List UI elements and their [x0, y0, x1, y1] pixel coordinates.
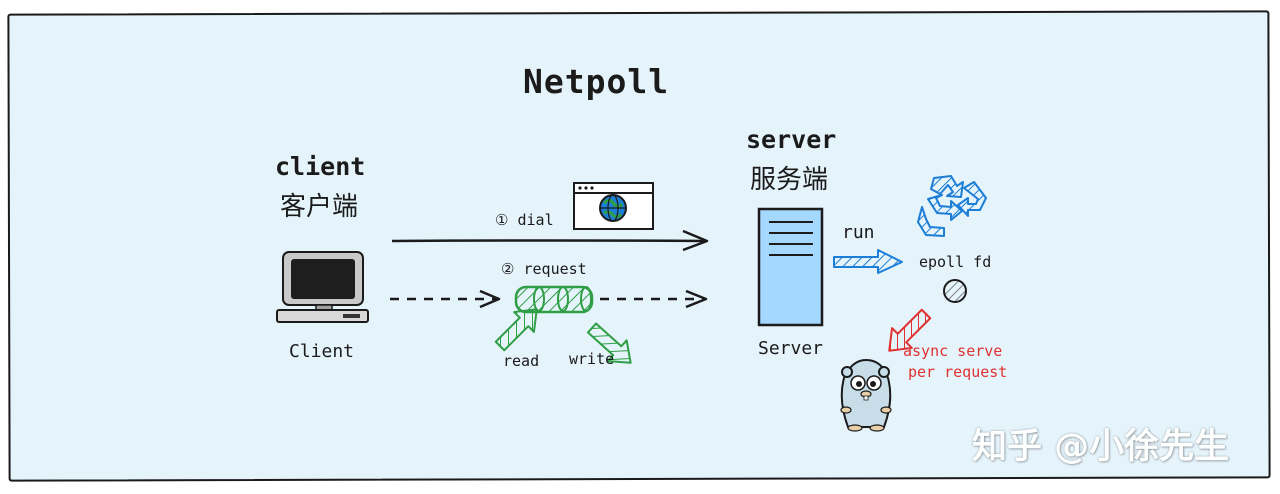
client-title: client	[275, 152, 366, 181]
watermark: 知乎 @小徐先生	[972, 427, 1230, 467]
run-arrow	[833, 249, 903, 274]
request-step-label: ② request	[501, 260, 587, 278]
request-arrow-right	[600, 289, 708, 309]
client-title-cn: 客户端	[280, 192, 359, 222]
async-arrow	[888, 308, 932, 352]
server-title-cn: 服务端	[750, 165, 829, 195]
async-serve-label: async serve per request	[903, 341, 1007, 383]
diagram-title: Netpoll	[523, 62, 670, 101]
write-arrow	[586, 322, 632, 364]
run-label: run	[842, 222, 875, 243]
pipe-icon	[514, 285, 594, 314]
write-label: write	[569, 350, 615, 368]
request-arrow-left	[390, 289, 501, 309]
server-label: Server	[758, 338, 824, 359]
epoll-fd-circle	[943, 279, 967, 303]
dial-step-label: ① dial	[495, 211, 554, 229]
browser-globe-icon	[573, 182, 654, 230]
async-line-1: async serve	[903, 342, 1003, 360]
client-label: Client	[289, 341, 355, 362]
recycle-icon	[917, 175, 987, 237]
read-arrow	[494, 308, 538, 352]
async-line-2: per request	[908, 363, 1008, 381]
computer-icon	[276, 251, 369, 323]
server-tower-icon	[757, 207, 824, 327]
read-label: read	[503, 352, 540, 370]
epoll-fd-label: epoll fd	[919, 253, 992, 271]
gopher-mascot-icon	[840, 358, 892, 432]
dial-arrow	[391, 229, 709, 252]
server-title: server	[746, 125, 837, 154]
